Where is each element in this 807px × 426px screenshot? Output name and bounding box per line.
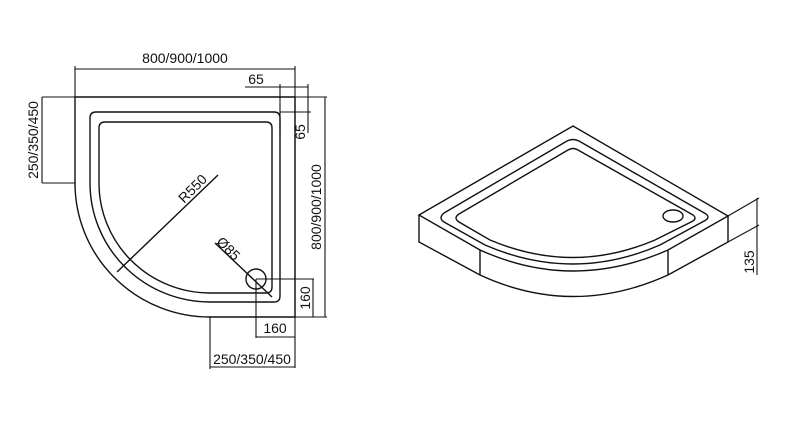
bottom-straight-label: 250/350/450 xyxy=(213,351,291,367)
bottom-straight-dimension xyxy=(209,317,295,369)
plan-view: 800/900/1000 250/350/450 800/900/1000 25… xyxy=(25,50,327,369)
height-dimension xyxy=(727,197,760,275)
iso-view: 135 xyxy=(417,125,760,298)
basin-outline xyxy=(455,147,696,259)
rim-dimension xyxy=(245,84,311,133)
radius-leader xyxy=(116,174,219,273)
drain-diameter-label: Ø85 xyxy=(214,233,244,263)
tray-top-edge xyxy=(417,125,730,272)
drain-icon xyxy=(662,209,684,223)
width-dimension xyxy=(74,66,296,368)
tray-outline xyxy=(74,96,296,318)
left-straight-label: 250/350/450 xyxy=(25,101,41,179)
tray-front-face xyxy=(418,215,729,298)
drain-offset-y-label: 160 xyxy=(297,286,313,310)
height-label: 135 xyxy=(741,250,757,274)
rim-top-label: 65 xyxy=(248,71,264,87)
depth-label: 800/900/1000 xyxy=(308,164,324,250)
left-straight-dimension xyxy=(41,96,75,184)
basin-outline xyxy=(98,121,273,294)
drain-offset-x-label: 160 xyxy=(263,320,287,336)
rim-line xyxy=(440,138,709,265)
drain-leader xyxy=(214,242,273,298)
depth-dimension xyxy=(262,96,327,318)
width-label: 800/900/1000 xyxy=(142,50,228,66)
rim-side-label: 65 xyxy=(292,124,308,140)
drain-offset-dimensions xyxy=(255,278,314,338)
